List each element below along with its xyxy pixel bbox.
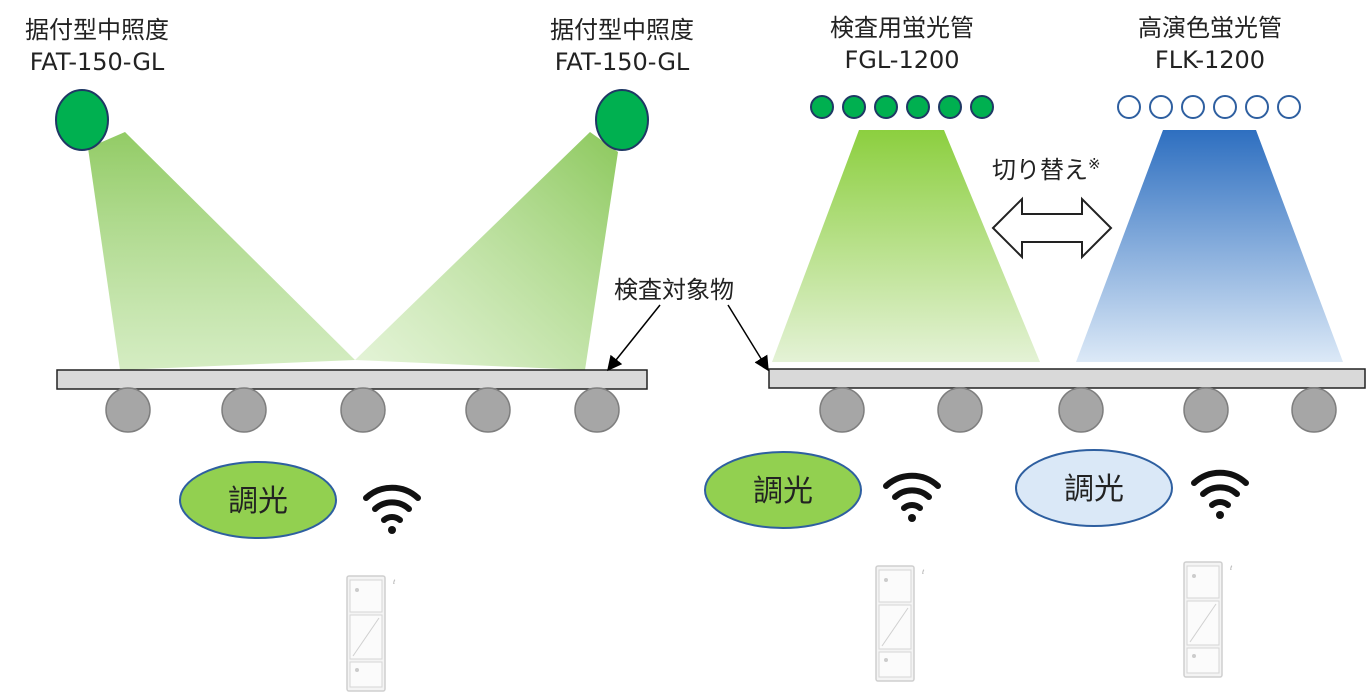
left-rollers bbox=[105, 387, 620, 433]
tube-2-name: 高演色蛍光管 bbox=[1138, 14, 1282, 42]
target-label: 検査対象物 bbox=[614, 276, 734, 304]
left-lamp-1-model: FAT-150-GL bbox=[29, 48, 165, 76]
wifi-icon bbox=[1191, 469, 1249, 519]
tube-2-icon bbox=[1117, 95, 1301, 119]
callout-arrow-icon bbox=[727, 304, 769, 372]
left-lamp-2-name: 据付型中照度 bbox=[550, 16, 694, 44]
roller bbox=[937, 387, 983, 433]
wall-dimmer-switch-icon: ℓ bbox=[1183, 561, 1232, 678]
wifi-icon bbox=[363, 484, 421, 534]
dimming-label-left: 調光 bbox=[228, 484, 288, 519]
callout-arrow-icon bbox=[607, 304, 661, 372]
double-arrow-icon bbox=[991, 196, 1113, 260]
tube-1-icon bbox=[810, 95, 994, 119]
left-lamp-2-label: 据付型中照度 FAT-150-GL bbox=[527, 14, 717, 78]
roller bbox=[105, 387, 151, 433]
left-lamp-1-name: 据付型中照度 bbox=[25, 16, 169, 44]
right-conveyor bbox=[768, 368, 1366, 389]
tube-1-beam bbox=[772, 130, 1040, 362]
tube-2-beam bbox=[1076, 130, 1343, 362]
tube-2-label: 高演色蛍光管 FLK-1200 bbox=[1110, 12, 1310, 76]
wifi-icon bbox=[883, 472, 941, 522]
switch-label: 切り替え※ bbox=[992, 150, 1101, 185]
left-lamp-1-beam bbox=[88, 132, 355, 370]
roller bbox=[465, 387, 511, 433]
roller bbox=[1183, 387, 1229, 433]
wall-dimmer-switch-icon: ℓ bbox=[346, 575, 395, 692]
switch-label-text: 切り替え bbox=[992, 156, 1088, 184]
left-lamp-2-icon bbox=[595, 89, 649, 151]
switch-note-mark: ※ bbox=[1088, 155, 1101, 173]
dimming-label-right-blue: 調光 bbox=[1064, 472, 1124, 507]
svg-text:ℓ: ℓ bbox=[392, 579, 395, 586]
roller bbox=[340, 387, 386, 433]
dimming-label-right-green: 調光 bbox=[753, 474, 813, 509]
dimming-pill-right-blue bbox=[1015, 449, 1173, 527]
left-lamp-1-icon bbox=[55, 89, 109, 151]
roller bbox=[819, 387, 865, 433]
tube-2-model: FLK-1200 bbox=[1154, 46, 1266, 74]
dimming-pill-left bbox=[179, 461, 337, 539]
tube-1-model: FGL-1200 bbox=[844, 46, 960, 74]
left-lamp-2-model: FAT-150-GL bbox=[554, 48, 690, 76]
left-lamp-1-label: 据付型中照度 FAT-150-GL bbox=[2, 14, 192, 78]
tube-1-label: 検査用蛍光管 FGL-1200 bbox=[802, 12, 1002, 76]
dimming-pill-right-green bbox=[704, 451, 862, 529]
svg-text:ℓ: ℓ bbox=[921, 569, 924, 576]
right-rollers bbox=[819, 387, 1337, 433]
roller bbox=[1058, 387, 1104, 433]
roller bbox=[1291, 387, 1337, 433]
roller bbox=[574, 387, 620, 433]
wall-dimmer-switch-icon: ℓ bbox=[875, 565, 924, 682]
left-conveyor bbox=[56, 369, 648, 390]
tube-1-name: 検査用蛍光管 bbox=[830, 14, 974, 42]
left-lamp-2-beam bbox=[355, 132, 618, 370]
roller bbox=[221, 387, 267, 433]
svg-text:ℓ: ℓ bbox=[1229, 565, 1232, 572]
